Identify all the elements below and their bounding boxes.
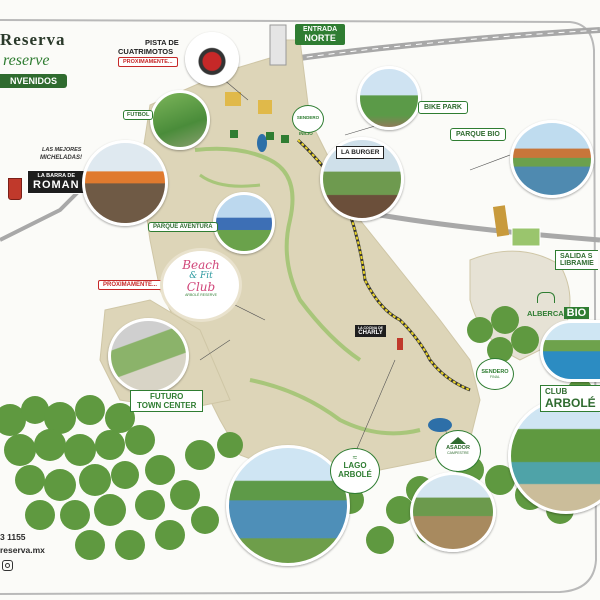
entrance-gate (269, 24, 287, 66)
charly-sign: LA COCINA DE CHARLY (355, 325, 387, 337)
barra-sign-line2: ROMAN (33, 179, 80, 191)
futbol-photo[interactable] (150, 90, 210, 150)
beach-fit-small: ARBOLÉ RESERVE (185, 293, 217, 297)
lago-line2: ARBOLÉ (338, 470, 372, 479)
parque-aventura-label: PARQUE AVENTURA (148, 222, 218, 232)
club-arbole-line2: ARBOLÉ (545, 396, 596, 410)
tree-cluster-left (0, 395, 243, 560)
lago-arbole-sign: ≈ LAGO ARBOLÉ (330, 448, 380, 494)
parque-bio-photo[interactable] (510, 120, 594, 198)
asador-photo[interactable] (410, 472, 496, 552)
contact-phone: 3 1155 (0, 532, 26, 542)
beach-fit-logo[interactable]: Beach & Fit Club ARBOLÉ RESERVE (160, 248, 242, 322)
charly-line1: LA COCINA DE (358, 326, 384, 330)
futuro-town-line2: TOWN CENTER (137, 401, 197, 410)
beach-fit-line3: Club (186, 280, 216, 294)
salida-line2: LIBRAMIE (560, 260, 594, 267)
futuro-town-sign: FUTURO TOWN CENTER (130, 390, 204, 412)
brand-subtitle: reserve (3, 52, 50, 69)
sendero-final-badge: SENDERO FINAL (476, 358, 514, 390)
barra-sign: LA BARRA DE ROMAN (27, 170, 86, 194)
club-arbole-photo[interactable] (508, 398, 600, 514)
pista-line2: CUATRIMOTOS (118, 47, 174, 56)
entrada-norte-sign: ENTRADA NORTE (295, 24, 346, 45)
charly-line2: CHARLY (358, 330, 383, 336)
alberca-line1: ALBERCA (527, 309, 564, 318)
barra-note-line1: LAS MEJORES (42, 147, 82, 153)
salida-line1: SALIDA S (560, 253, 593, 260)
sendero-inicio-line2: INICIO (299, 131, 313, 136)
la-burger-sign: LA BURGER (336, 146, 385, 159)
futbol-label: FUTBOL (123, 110, 154, 120)
alberca-bio-photo[interactable] (540, 320, 600, 382)
sendero-final-line2: FINAL (490, 375, 500, 379)
beach-fit-line2: & Fit (189, 271, 213, 281)
club-arbole-line1: CLUB (545, 387, 568, 396)
barra-note-line2: MICHELADAS! (40, 155, 82, 161)
parque-aventura-photo[interactable] (213, 192, 275, 254)
entrada-norte-line2: NORTE (304, 33, 336, 43)
house-icon (450, 437, 466, 444)
asador-line1: ASADOR (446, 445, 470, 451)
club-arbole-sign: CLUB ARBOLÉ (540, 385, 600, 412)
welcome-banner: NVENIDOS (0, 74, 68, 88)
contact-web[interactable]: reserva.mx (0, 545, 45, 555)
micheladas-glass-icon (8, 178, 22, 200)
beach-fit-line1: Beach (182, 258, 220, 272)
bike-park-label: BIKE PARK (418, 101, 468, 114)
barra-photo[interactable] (82, 140, 168, 226)
instagram-icon[interactable] (2, 560, 13, 571)
entrada-norte-line1: ENTRADA (303, 26, 338, 33)
salida-sign: SALIDA S LIBRAMIE (555, 250, 598, 270)
lago-line1: LAGO (343, 461, 367, 470)
waves-icon: ≈ (352, 453, 358, 462)
sendero-final-line1: SENDERO (481, 369, 509, 375)
futuro-town-photo[interactable] (108, 318, 189, 394)
alberca-line2: BIO (563, 307, 590, 319)
barra-sign-line1: LA BARRA DE (37, 173, 76, 179)
asador-sign: ASADOR CAMPESTRE (435, 430, 481, 472)
brand-title: Reserva (0, 30, 66, 49)
futuro-town-line1: FUTURO (150, 392, 184, 401)
card-border (0, 19, 598, 595)
pista-soon-tag: PROXIMAMENTE... (118, 57, 178, 67)
pool-icon (537, 292, 555, 303)
sendero-inicio-line1: SENDERO (296, 115, 320, 120)
sendero-inicio-badge: SENDERO (292, 105, 324, 133)
parque-bio-label: PARQUE BIO (450, 128, 506, 141)
asador-line2: CAMPESTRE (447, 451, 469, 455)
pista-line1: PISTA DE (145, 38, 179, 47)
pista-photo[interactable] (185, 32, 239, 86)
beach-fit-soon-tag: PROXIMAMENTE... (98, 280, 163, 290)
lago-arbole-photo[interactable] (226, 445, 350, 566)
bike-park-photo[interactable] (357, 66, 421, 130)
charly-marker-icon (397, 338, 403, 350)
